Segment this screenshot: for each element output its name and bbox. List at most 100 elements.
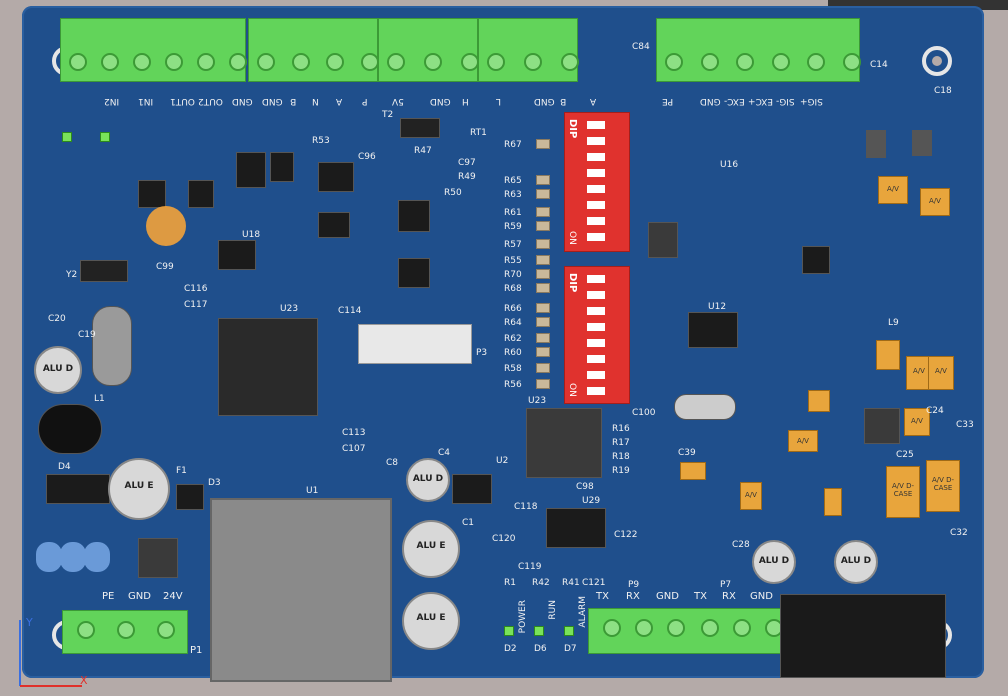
designator-c100: C100 bbox=[632, 408, 656, 418]
t1-transformer bbox=[138, 538, 178, 578]
designator-c20: C20 bbox=[48, 314, 66, 324]
led-power bbox=[504, 626, 514, 636]
u25-chip bbox=[318, 162, 354, 192]
tant-mark: A/V bbox=[929, 196, 941, 205]
cap-alu-e-1: ALU E bbox=[108, 458, 170, 520]
resistor-pad bbox=[536, 303, 550, 313]
designator-c8: C8 bbox=[386, 458, 399, 468]
designator-rt1: RT1 bbox=[470, 128, 487, 138]
tantalum-cap-4: A/V bbox=[878, 176, 908, 204]
designator-r19: R19 bbox=[612, 466, 630, 476]
u24-chip bbox=[318, 212, 350, 238]
top-terminal-label: EXC- bbox=[724, 96, 745, 106]
led-run bbox=[534, 626, 544, 636]
designator-u1: U1 bbox=[306, 486, 319, 496]
designator-r42: R42 bbox=[532, 578, 550, 588]
resistor-label: R64 bbox=[504, 318, 522, 328]
designator-c118: C118 bbox=[514, 502, 538, 512]
serial-b-gnd: GND bbox=[750, 591, 773, 602]
dip-switch-1: DIP ON bbox=[564, 112, 630, 252]
serial-a-tx: TX bbox=[596, 591, 609, 602]
led-alarm bbox=[564, 626, 574, 636]
top-terminal-label: GND bbox=[700, 96, 721, 106]
top-terminal-label: IN1 bbox=[138, 96, 154, 106]
x-axis-label: X bbox=[80, 674, 88, 687]
resistor-pad bbox=[536, 221, 550, 231]
designator-c98: C98 bbox=[576, 482, 594, 492]
dip-2-label: DIP bbox=[567, 273, 578, 293]
led-d11 bbox=[100, 132, 110, 142]
designator-c14: C14 bbox=[870, 60, 888, 70]
top-terminal-label: P bbox=[362, 96, 368, 106]
label-run: RUN bbox=[548, 600, 558, 620]
power-label-pe: PE bbox=[102, 591, 115, 602]
designator-r18: R18 bbox=[612, 452, 630, 462]
u18-chip bbox=[218, 240, 256, 270]
resistor-label: R68 bbox=[504, 284, 522, 294]
serial-b-tx: TX bbox=[694, 591, 707, 602]
top-terminal-label: B bbox=[290, 96, 297, 106]
label-alarm: ALARM bbox=[578, 596, 588, 628]
designator-c24: C24 bbox=[926, 406, 944, 416]
top-terminal-block-1 bbox=[60, 18, 247, 82]
designator-r41: R41 bbox=[562, 578, 580, 588]
u21-chip bbox=[398, 200, 430, 232]
u2-regulator bbox=[452, 474, 492, 504]
designator-u18: U18 bbox=[242, 230, 261, 240]
resistor-pad bbox=[536, 269, 550, 279]
designator-c28: C28 bbox=[732, 540, 750, 550]
designator-r49: R49 bbox=[458, 172, 476, 182]
resistor-label: R65 bbox=[504, 176, 522, 186]
u5-chip bbox=[912, 130, 932, 156]
designator-l9: L9 bbox=[888, 318, 899, 328]
designator-c119: C119 bbox=[518, 562, 542, 572]
top-terminal-label: GND bbox=[262, 96, 283, 106]
resistor-pad bbox=[536, 347, 550, 357]
u-chip-4 bbox=[270, 152, 294, 182]
cap-alu-e-3: ALU E bbox=[402, 592, 460, 650]
designator-d6: D6 bbox=[534, 644, 547, 654]
top-terminal-block-2 bbox=[248, 18, 379, 82]
mounting-hole-tr bbox=[922, 46, 952, 76]
top-terminal-label: OUT2 bbox=[198, 96, 223, 106]
resistor-label: R70 bbox=[504, 270, 522, 280]
designator-c120: C120 bbox=[492, 534, 516, 544]
designator-d2: D2 bbox=[504, 644, 517, 654]
designator-c99: C99 bbox=[156, 262, 174, 272]
cap-alu-e-2: ALU E bbox=[402, 520, 460, 578]
designator-r53: R53 bbox=[312, 136, 330, 146]
designator-c96: C96 bbox=[358, 152, 376, 162]
top-terminal-label: A bbox=[590, 96, 597, 106]
resistor-pad bbox=[536, 317, 550, 327]
designator-c122: C122 bbox=[614, 530, 638, 540]
tantalum-cap-8: A/V bbox=[788, 430, 818, 452]
designator-l1: L1 bbox=[94, 394, 105, 404]
u-chip-9 bbox=[648, 222, 678, 258]
designator-u2: U2 bbox=[496, 456, 509, 466]
resistor-label: R57 bbox=[504, 240, 522, 250]
power-label-gnd: GND bbox=[128, 591, 151, 602]
dip-switch-2: DIP ON bbox=[564, 266, 630, 404]
resistor-pad bbox=[536, 363, 550, 373]
designator-c4: C4 bbox=[438, 448, 451, 458]
designator-c117: C117 bbox=[184, 300, 208, 310]
highlight-marker bbox=[146, 206, 186, 246]
designator-p1: P1 bbox=[190, 645, 203, 656]
resistor-pad bbox=[536, 239, 550, 249]
resistor-pad bbox=[536, 379, 550, 389]
top-terminal-label: GND bbox=[430, 96, 451, 106]
top-terminal-block-4 bbox=[478, 18, 579, 82]
resistor-label: R67 bbox=[504, 140, 522, 150]
designator-r47: R47 bbox=[414, 146, 432, 156]
cap-mark: ALU D bbox=[758, 556, 790, 567]
designator-f1: F1 bbox=[176, 466, 187, 476]
serial-a-rx: RX bbox=[626, 591, 640, 602]
resistor-label: R66 bbox=[504, 304, 522, 314]
cap-alu-d-4: ALU D bbox=[834, 540, 878, 584]
tantalum-cap-2: A/V D-CASE bbox=[926, 460, 960, 512]
designator-r50: R50 bbox=[444, 188, 462, 198]
designator-t2: T2 bbox=[382, 110, 394, 120]
designator-d3: D3 bbox=[208, 478, 221, 488]
resistor-pad bbox=[536, 255, 550, 265]
